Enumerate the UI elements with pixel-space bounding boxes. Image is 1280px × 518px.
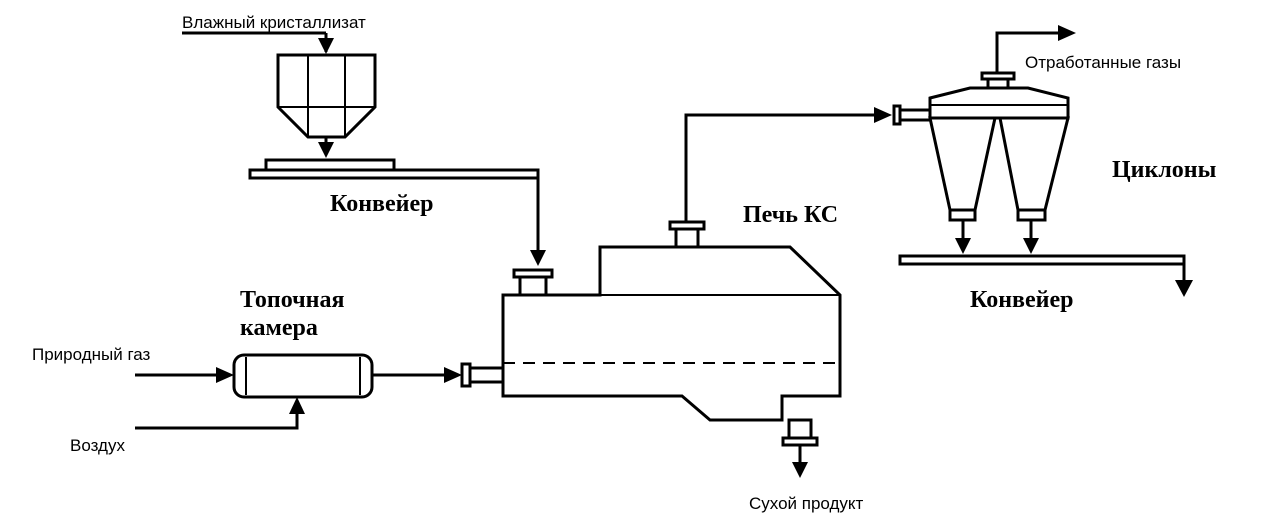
exhaust-line <box>995 31 1060 73</box>
dry-product-label: Сухой продукт <box>749 494 864 513</box>
dry-product-arrow <box>792 462 808 478</box>
air-label: Воздух <box>70 436 125 455</box>
exhaust-arrow <box>1058 25 1076 41</box>
conveyor-2 <box>898 254 1186 266</box>
hopper-outlet-arrow <box>318 142 334 158</box>
conveyor-2-label: Конвейер <box>970 287 1073 313</box>
air-line <box>135 412 299 430</box>
cyclones <box>892 71 1070 222</box>
feed-arrow <box>318 38 334 54</box>
furnace-label: Печь КС <box>743 202 838 228</box>
natural-gas-label: Природный газ <box>32 345 151 364</box>
furnace <box>460 220 842 447</box>
hopper <box>276 53 377 139</box>
furnace-to-cyclone-arrow <box>874 107 892 123</box>
cyclone-inlet-nozzle <box>898 108 932 122</box>
natural-gas-arrow <box>216 367 234 383</box>
combustion-chamber-label-line1: Топочная <box>240 287 345 313</box>
furnace-gas-outlet-flange <box>668 220 706 231</box>
exhaust-gases-label: Отработанные газы <box>1025 53 1181 72</box>
cyclone-right <box>998 116 1070 212</box>
furnace-side-inlet-flange <box>460 362 472 388</box>
combustion-chamber-label-line2: камера <box>240 315 318 341</box>
conveyor-1-label: Конвейер <box>330 191 433 217</box>
furnace-bottom-flange <box>781 436 819 447</box>
conveyor-2-outlet-arrow <box>1175 280 1193 297</box>
cyclones-label: Циклоны <box>1112 157 1217 183</box>
cyclone-left-drop-arrow <box>955 238 971 254</box>
wet-crystallizate-label: Влажный кристаллизат <box>182 13 366 32</box>
combustion-chamber <box>232 353 374 399</box>
furnace-inlet-flange-top <box>512 268 554 279</box>
air-arrow <box>289 397 305 414</box>
cyclone-right-drop-arrow <box>1023 238 1039 254</box>
conveyor-1 <box>248 158 540 180</box>
cyclone-left <box>928 116 997 212</box>
furnace-gas-outlet-nozzle <box>674 227 700 249</box>
furnace-inlet-nozzle-top <box>518 275 548 297</box>
chamber-to-furnace-arrow <box>444 367 462 383</box>
cyclone-inlet-flange <box>892 104 902 126</box>
furnace-side-inlet-nozzle <box>468 366 505 384</box>
furnace-to-cyclone-line <box>684 113 888 222</box>
conveyor-1-to-furnace-arrow <box>530 250 546 266</box>
furnace-bottom-nozzle <box>787 418 813 440</box>
cyclone-top-outlet-flange <box>980 71 1016 81</box>
